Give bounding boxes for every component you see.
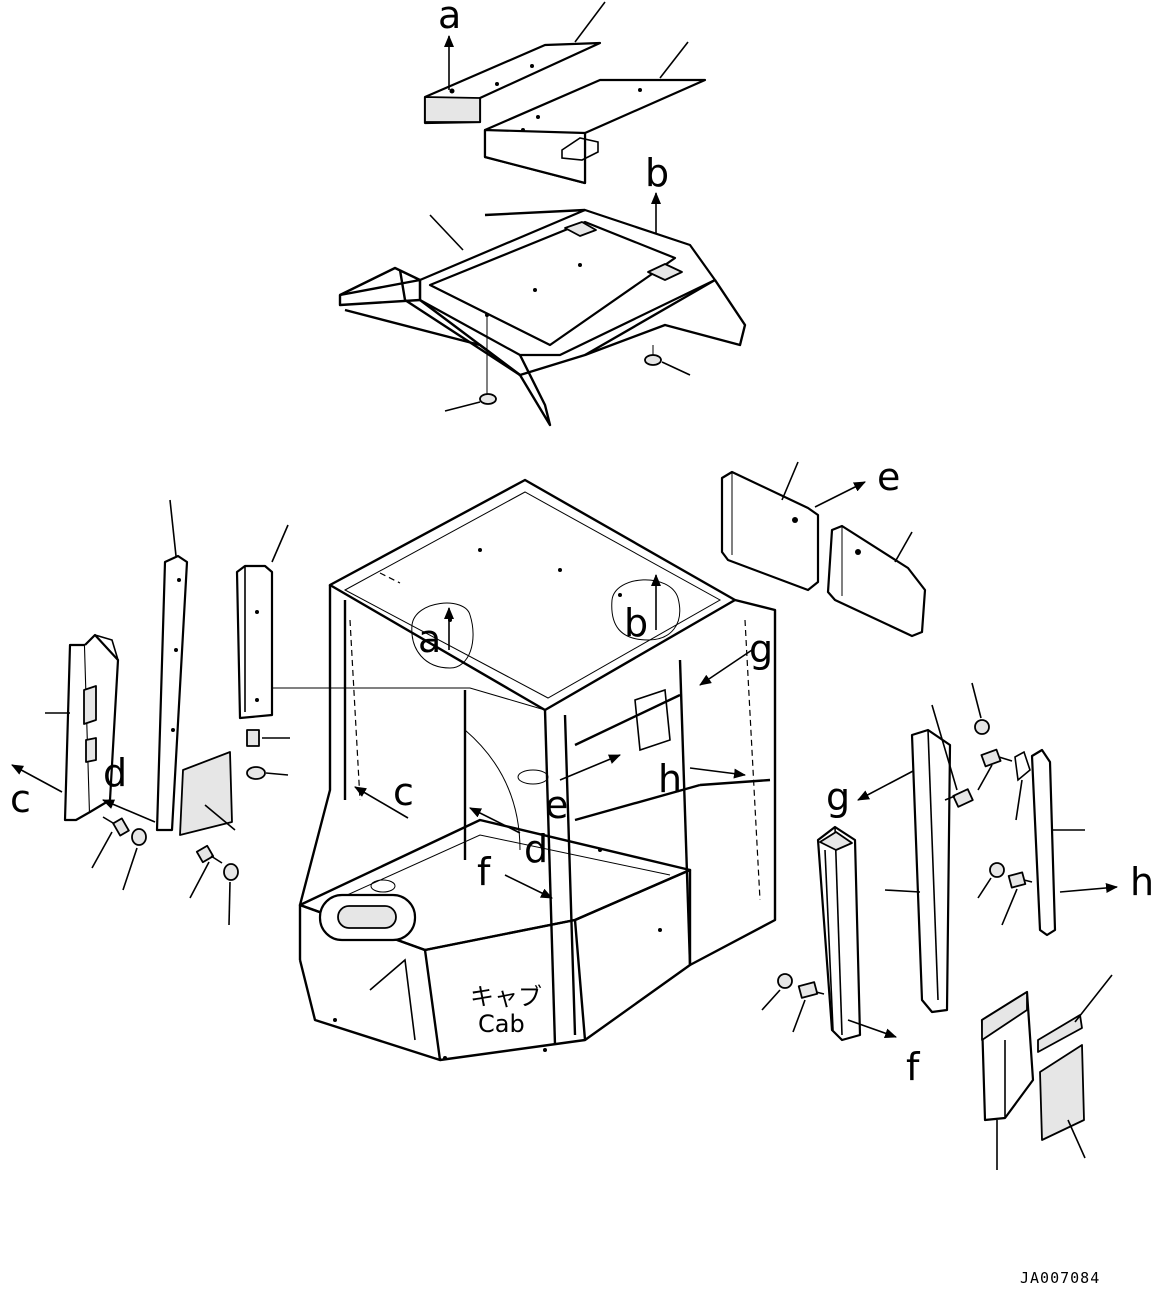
cab-body (254, 478, 777, 1062)
callout-g-right: g (826, 775, 850, 819)
cab-label-en: Cab (478, 1010, 525, 1038)
pillar-cover-c (45, 633, 120, 822)
callout-b-cab: b (624, 601, 648, 645)
arrow-b-top: b (645, 151, 669, 248)
reference-code: JA007084 (1020, 1269, 1100, 1287)
callout-d-cab: d (524, 827, 548, 871)
arrow-f-right: f (847, 1019, 921, 1089)
callout-b-top: b (645, 151, 669, 195)
side-panel-e2 (826, 524, 927, 638)
arrow-a-top: a (438, 0, 461, 90)
cab-label: キャブ Cab (470, 983, 542, 1038)
callout-bubble-a: a (411, 602, 474, 669)
small-bolt-u (246, 729, 290, 780)
clip-h (977, 748, 1031, 821)
roof-bolt-right (644, 345, 691, 376)
callout-c-left: c (10, 777, 31, 821)
rear-trim-h (1030, 748, 1085, 937)
callout-c-cab: c (393, 770, 414, 814)
callout-a-cab: a (418, 617, 441, 661)
arrow-g-right: g (826, 769, 916, 819)
arrow-d-left: d (102, 751, 156, 823)
callout-h-cab: h (658, 757, 682, 801)
callout-e-panels: e (877, 455, 900, 499)
callout-f-right: f (906, 1045, 921, 1089)
arrow-h-right: h (1059, 860, 1154, 904)
pillar-trim-g (816, 825, 862, 1042)
long-trim-strip (155, 499, 189, 832)
arrow-f-cab: f (477, 850, 553, 899)
callout-bubble-b: b (611, 574, 681, 645)
side-panel-e1 (720, 461, 820, 592)
arrow-d-cab: d (469, 807, 548, 871)
arrow-e-panels: e (814, 455, 900, 508)
corner-cover-u (235, 524, 289, 720)
arrow-e-cab: e (545, 754, 621, 827)
arrow-g-cab: g (699, 627, 773, 686)
arrow-h-cab: h (658, 757, 746, 801)
arrow-c-left: c (10, 764, 63, 821)
bolt-h (977, 862, 1033, 926)
callout-f-cab: f (477, 850, 492, 894)
callout-e-cab: e (545, 783, 568, 827)
bolt-g (931, 682, 990, 808)
callout-d-left: d (103, 751, 127, 795)
callout-h-right: h (1130, 860, 1154, 904)
roof-guard-frame (338, 208, 747, 427)
roof-panel-left (423, 1, 606, 125)
callout-g-cab: g (749, 627, 773, 671)
callout-a-top: a (438, 0, 461, 37)
roof-bolt-left (444, 393, 497, 412)
cab-label-jp: キャブ (470, 983, 542, 1011)
arrow-c-cab: c (354, 770, 414, 819)
roof-panel-right (483, 41, 707, 185)
long-trim-right (884, 728, 952, 1014)
bolt-d (189, 844, 239, 926)
bolt-f (761, 973, 825, 1033)
bolt-c (91, 816, 147, 891)
trim-plate-grey (179, 751, 236, 836)
floor-mat-set (980, 974, 1113, 1170)
